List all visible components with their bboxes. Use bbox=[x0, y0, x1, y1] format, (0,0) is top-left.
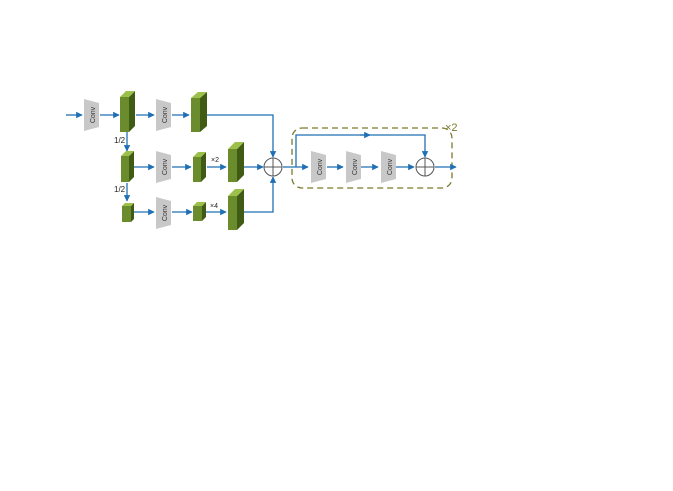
feature-map-block bbox=[121, 151, 134, 182]
feature-map-block bbox=[193, 202, 206, 221]
feature-map-block bbox=[228, 142, 244, 182]
conv-block: Conv bbox=[311, 151, 326, 183]
svg-text:Conv: Conv bbox=[162, 158, 169, 175]
conv-block: Conv bbox=[84, 99, 99, 131]
feature-map-block bbox=[191, 92, 207, 132]
svg-text:Conv: Conv bbox=[162, 204, 169, 221]
conv-block: Conv bbox=[346, 151, 361, 183]
svg-text:Conv: Conv bbox=[317, 158, 324, 175]
downsample-label: 1/2 bbox=[114, 136, 126, 145]
downsample-label: 1/2 bbox=[114, 185, 126, 194]
feature-map-block bbox=[122, 203, 134, 222]
upsample-x2-label: ×2 bbox=[211, 157, 219, 164]
conv-block: Conv bbox=[156, 99, 171, 131]
conv-block: Conv bbox=[156, 197, 171, 229]
arrow-r1-to-sum bbox=[207, 114, 277, 158]
repeat-block-box bbox=[291, 127, 453, 189]
repeat-label: ×2 bbox=[445, 122, 458, 134]
svg-text:Conv: Conv bbox=[352, 158, 359, 175]
conv-block: Conv bbox=[156, 151, 171, 183]
svg-text:Conv: Conv bbox=[162, 106, 169, 123]
svg-text:Conv: Conv bbox=[90, 106, 97, 123]
feature-map-block bbox=[193, 152, 206, 182]
conv-block: Conv bbox=[381, 151, 396, 183]
feature-map-block bbox=[120, 91, 135, 132]
arrow-r3-to-sum bbox=[244, 176, 277, 213]
svg-text:Conv: Conv bbox=[387, 158, 394, 175]
upsample-x4-label: ×4 bbox=[210, 203, 218, 210]
sum-node-main bbox=[263, 157, 283, 177]
feature-map-block bbox=[228, 189, 244, 230]
sum-node-residual bbox=[415, 157, 435, 177]
